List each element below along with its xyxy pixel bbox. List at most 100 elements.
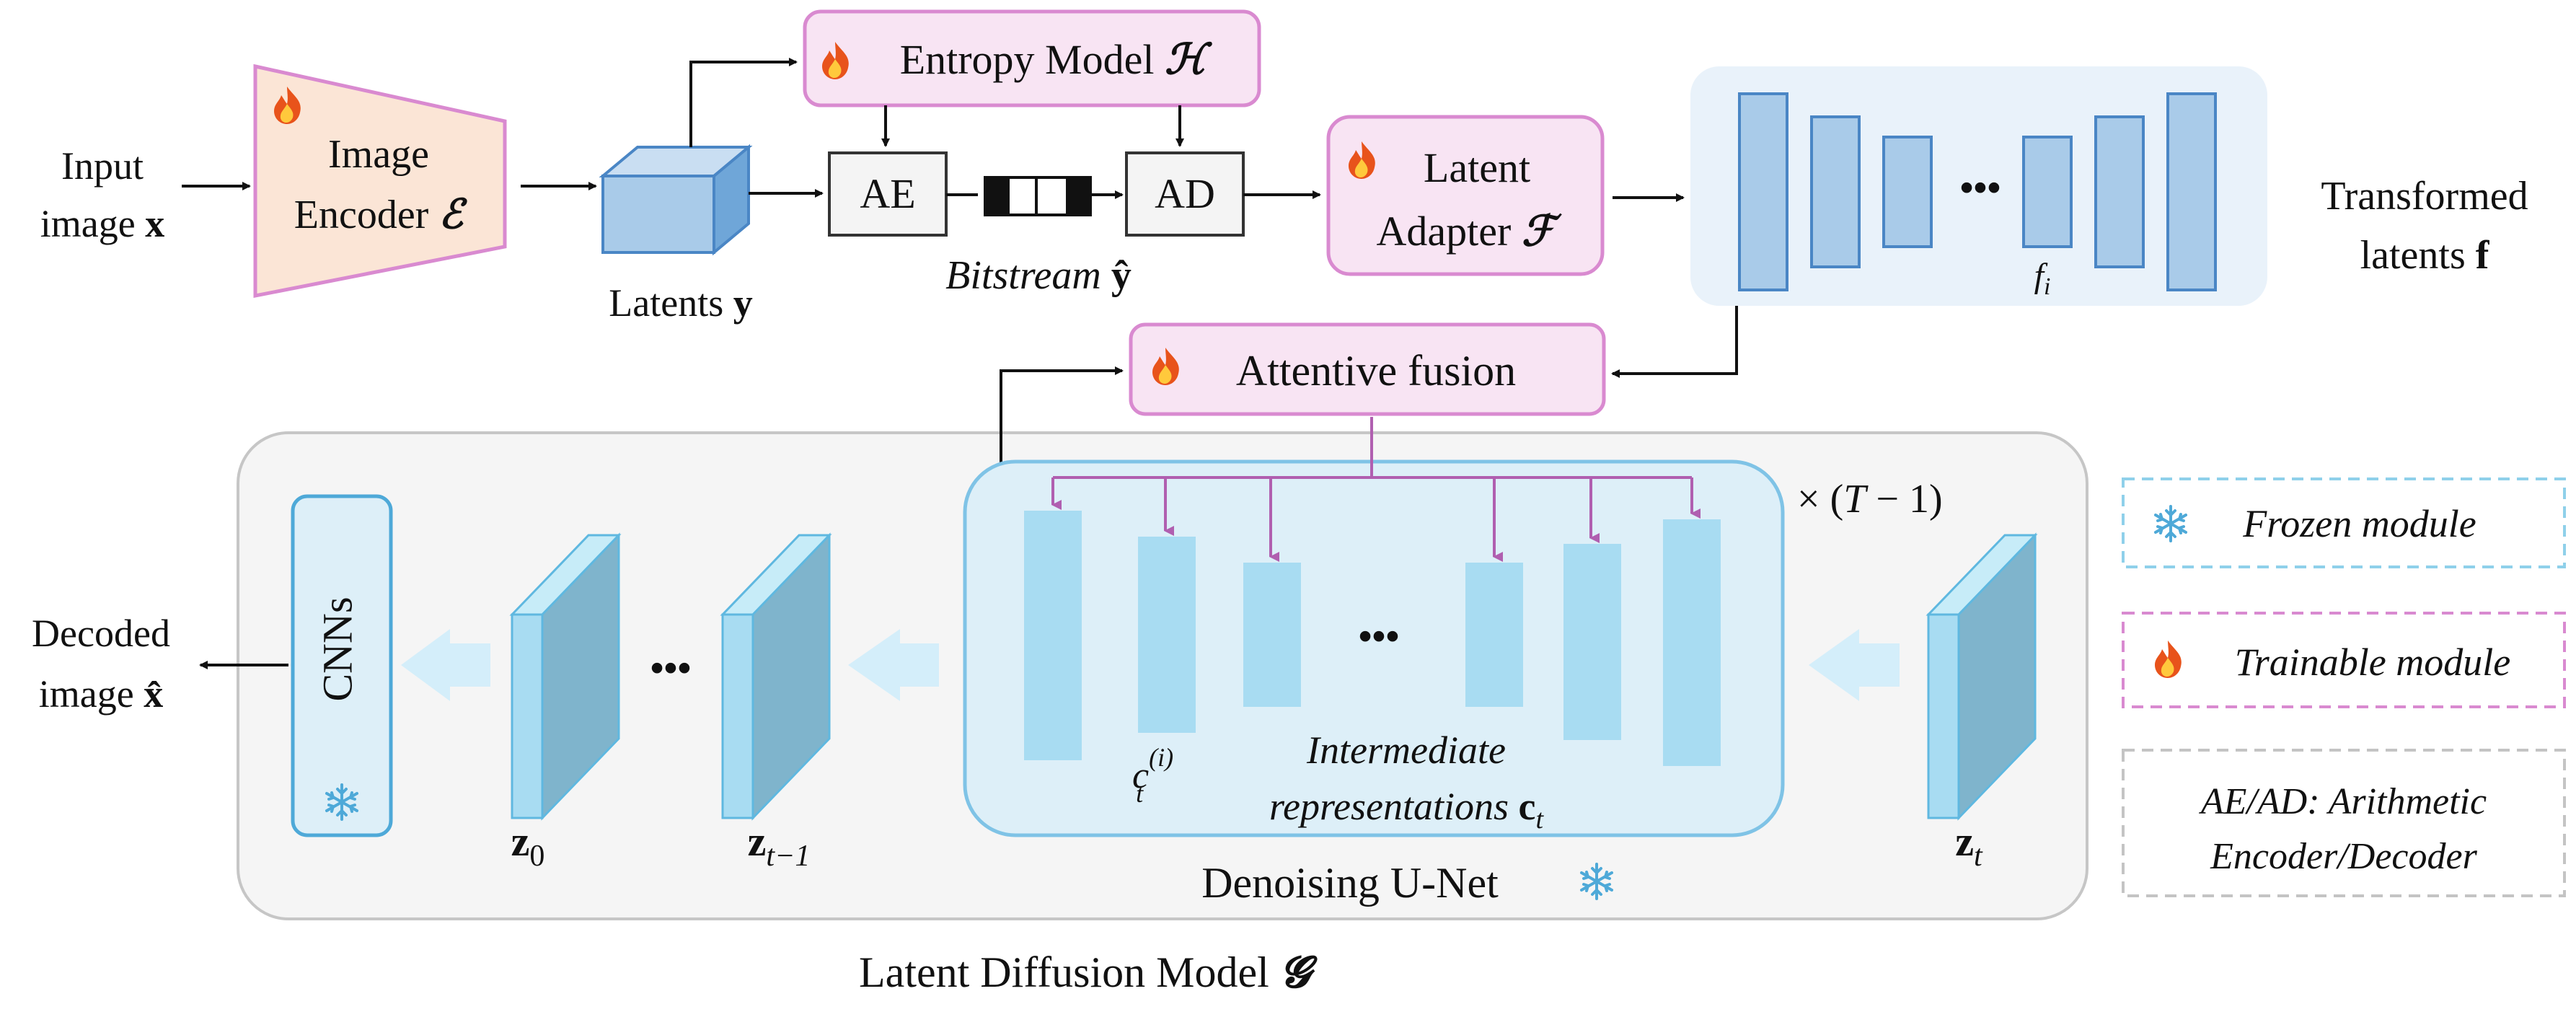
encoder-line2: Encoder ℰ	[294, 193, 468, 237]
ldm-word: Latent Diffusion Model	[859, 948, 1269, 996]
repeat-T: T	[1843, 477, 1869, 521]
input-var: x	[145, 202, 164, 245]
legend-aead-box	[2122, 749, 2566, 897]
snowflake-icon	[2154, 505, 2187, 542]
z-ellipsis: •••	[650, 646, 692, 690]
decoded-line1: Decoded	[32, 612, 170, 655]
intermediate-word: representations	[1269, 785, 1509, 828]
unet-layer	[1024, 511, 1082, 760]
ad-box: AD	[1125, 151, 1245, 237]
adapter-box	[1326, 115, 1605, 276]
decoded-line2: image x̂	[39, 672, 163, 716]
feature-bar	[1738, 92, 1788, 291]
entropy-box	[803, 9, 1261, 107]
repeat-suffix: − 1)	[1866, 477, 1942, 521]
unet-ellipsis: •••	[1359, 615, 1400, 658]
cnns-rect	[291, 494, 393, 837]
feature-bar	[2022, 136, 2073, 248]
encoder-line1: Image	[328, 132, 429, 177]
layer-sub: t	[1136, 779, 1144, 808]
arrow-latents-to-entropy	[689, 58, 798, 147]
attentive-fusion: Attentive fusion	[1129, 322, 1606, 416]
unet-layer	[1243, 563, 1301, 707]
transformed-ellipsis: •••	[1960, 166, 2001, 209]
zt-sub: t	[1974, 840, 1983, 873]
unet-label: Denoising U-Net	[1201, 859, 1499, 907]
zt-label: zt	[1955, 818, 1983, 873]
entropy-label: Entropy Model ℋ	[900, 36, 1213, 83]
legend-frozen-label: Frozen module	[2242, 502, 2476, 545]
fusion-box	[1129, 322, 1606, 416]
transformed-line2: latents f	[2360, 233, 2490, 278]
feature-bar	[2166, 92, 2217, 291]
unet-layer	[1465, 563, 1523, 707]
ad-label: AD	[1155, 170, 1215, 217]
bitstream-icon	[984, 176, 1092, 216]
unet-layer	[1663, 519, 1721, 766]
fire-icon	[2155, 641, 2182, 678]
unet-layer	[1563, 544, 1621, 740]
encoder-symbol: ℰ	[438, 193, 467, 237]
transformed-latents-panel: ••• fi	[1690, 66, 2267, 306]
layer-representation-label: c(i)t	[1132, 743, 1173, 808]
latents-var: y	[733, 281, 753, 325]
legend-aead-line2: Encoder/Decoder	[2210, 836, 2477, 877]
image-encoder: Image Encoder ℰ	[253, 63, 507, 299]
transformed-line1: Transformed	[2321, 174, 2528, 219]
zt1-slab	[720, 532, 832, 821]
intermediate-line2: representations ct	[1269, 785, 1544, 835]
latents-word: Latents	[609, 281, 723, 325]
legend: Frozen module Trainable module AE/AD: Ar…	[2122, 477, 2566, 897]
fusion-label: Attentive fusion	[1236, 347, 1516, 395]
repeat-count-label: × (T − 1)	[1797, 477, 1943, 521]
encoder-shape	[253, 63, 507, 299]
feature-sub: i	[2044, 273, 2050, 300]
zt-var: z	[1955, 818, 1974, 865]
cnns-label: CNNs	[314, 597, 361, 701]
bitstream-var: ŷ	[1111, 253, 1132, 298]
legend-trainable-box	[2122, 612, 2566, 708]
layer-symbol: c	[1132, 755, 1149, 796]
entropy-symbol: ℋ	[1165, 36, 1213, 83]
feature-bar	[1810, 115, 1861, 268]
zt1-var: z	[748, 818, 767, 865]
transformed-latents-label: Transformed latents f	[2321, 174, 2528, 278]
z0-sub: 0	[529, 840, 544, 873]
latents-label: Latents y	[609, 281, 752, 325]
fusion-distribution-arrows	[1051, 417, 1701, 562]
transformed-var: f	[2476, 233, 2490, 278]
ldm-symbol: 𝓖	[1280, 948, 1318, 996]
cnns-box: CNNs	[291, 494, 393, 837]
entropy-model: Entropy Model ℋ	[803, 9, 1261, 107]
decoded-line2-word: image	[39, 672, 134, 716]
input-line1: Input	[61, 144, 144, 188]
adapter-line2-word: Adapter	[1377, 208, 1512, 255]
legend-aead-line1: AE/AD: Arithmetic	[2199, 781, 2487, 822]
z0-label: z0	[511, 818, 545, 873]
transformed-line2-word: latents	[2360, 233, 2466, 278]
feature-bar	[2094, 115, 2145, 268]
arrow-unet-to-zt1	[848, 629, 939, 701]
unet-layer	[1138, 537, 1196, 733]
ldm-label: Latent Diffusion Model 𝓖	[859, 948, 1318, 996]
input-image-label: Input image x	[40, 144, 164, 245]
ae-box: AE	[828, 151, 948, 237]
arrow-unet-to-fusion	[1000, 366, 1124, 463]
entropy-word: Entropy Model	[900, 36, 1155, 83]
input-line2: image x	[40, 202, 164, 245]
legend-trainable-label: Trainable module	[2235, 641, 2511, 684]
decoded-var: x̂	[144, 672, 163, 716]
zt-slab	[1926, 532, 2038, 821]
intermediate-var: c	[1518, 785, 1535, 828]
decoded-image-label: Decoded image x̂	[32, 612, 170, 716]
layer-sup: (i)	[1149, 743, 1173, 772]
arrow-z0-to-cnns	[401, 629, 490, 701]
adapter-line2: Adapter ℱ	[1377, 208, 1562, 255]
zt1-sub: t−1	[766, 840, 810, 873]
zt1-label: zt−1	[748, 818, 811, 873]
legend-frozen-box	[2122, 477, 2566, 568]
encoder-line2-word: Encoder	[294, 193, 429, 237]
latent-adapter: Latent Adapter ℱ	[1326, 115, 1605, 276]
arrow-zt-to-unet	[1809, 629, 1900, 701]
ae-label: AE	[860, 170, 915, 217]
